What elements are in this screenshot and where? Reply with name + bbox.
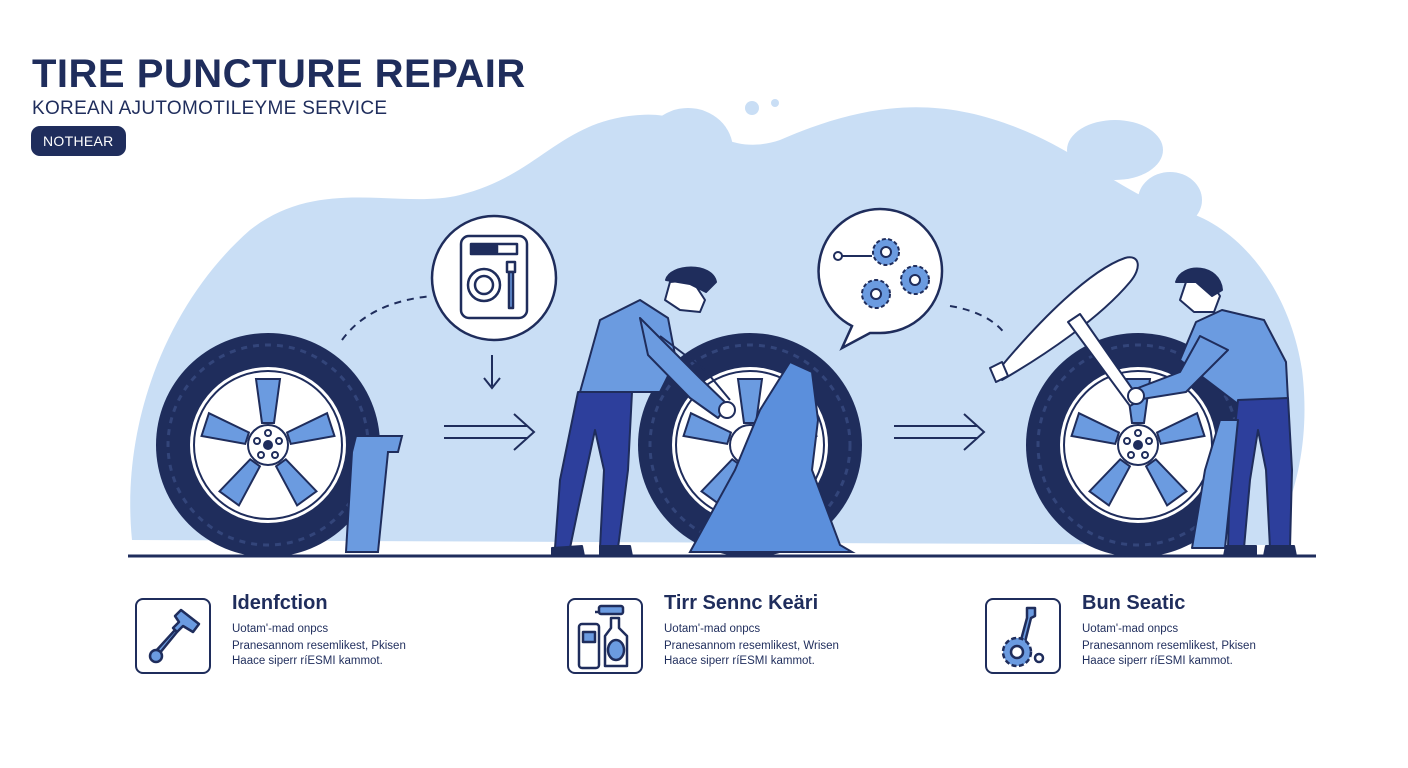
- step-3: Bun Seatic Uotam'-mad onpcs Pranesannom …: [985, 592, 1315, 680]
- sealant-kit-icon: [577, 604, 629, 670]
- step-2: Tirr Sennc Keäri Uotam'-mad onpcs Pranes…: [567, 592, 897, 680]
- step-3-icon-box: [985, 598, 1061, 674]
- tire-gauge-icon: [459, 234, 529, 320]
- step-1-line-1: Uotam'-mad onpcs: [232, 623, 329, 635]
- arrow-right-2: [894, 413, 986, 451]
- page-title: TIRE PUNCTURE REPAIR: [32, 52, 526, 96]
- speech-bubble-tire-gauge: [430, 214, 558, 342]
- step-3-title: Bun Seatic: [1082, 592, 1186, 614]
- page-subtitle: KOREAN AJUTOMOTILEYME SERVICE: [32, 98, 388, 119]
- step-1-title: Idenfction: [232, 592, 328, 614]
- arrow-right-1: [444, 413, 536, 451]
- hammer-icon: [148, 608, 201, 664]
- step-2-line-3: Haace siperr ríESMI kammot.: [664, 655, 815, 667]
- tire-right: [1026, 333, 1250, 557]
- step-2-line-2: Pranesannom resemlikest, Wrisen: [664, 640, 839, 652]
- step-2-icon-box: [567, 598, 643, 674]
- step-2-title: Tirr Sennc Keäri: [664, 592, 819, 614]
- step-2-line-1: Uotam'-mad onpcs: [664, 623, 761, 635]
- step-1-icon-box: [135, 598, 211, 674]
- tire-cover: [688, 360, 856, 553]
- plug-tool: [989, 256, 1141, 407]
- speech-bubble-gears: [817, 207, 944, 351]
- header-badge: NOTHEAR: [31, 126, 126, 156]
- step-3-line-1: Uotam'-mad onpcs: [1082, 623, 1179, 635]
- step-3-line-2: Pranesannom resemlikest, Pkisen: [1082, 640, 1256, 652]
- tire-stand: [344, 435, 404, 553]
- wrench-gear-icon: [1001, 606, 1045, 668]
- step-3-line-3: Haace siperr ríESMI kammot.: [1082, 655, 1233, 667]
- worker-right: [1127, 267, 1297, 557]
- step-1-line-3: Haace siperr ríESMI kammot.: [232, 655, 383, 667]
- tire-left: [156, 333, 380, 557]
- worker-left: [551, 266, 736, 557]
- step-1-line-2: Pranesannom resemlikest, Pkisen: [232, 640, 406, 652]
- step-1: Idenfction Uotam'-mad onpcs Pranesannom …: [135, 592, 465, 680]
- dashed-connector-right: [949, 305, 1006, 335]
- gears-icon: [833, 238, 930, 309]
- background-blob: [130, 99, 1305, 546]
- arrow-down: [483, 355, 501, 390]
